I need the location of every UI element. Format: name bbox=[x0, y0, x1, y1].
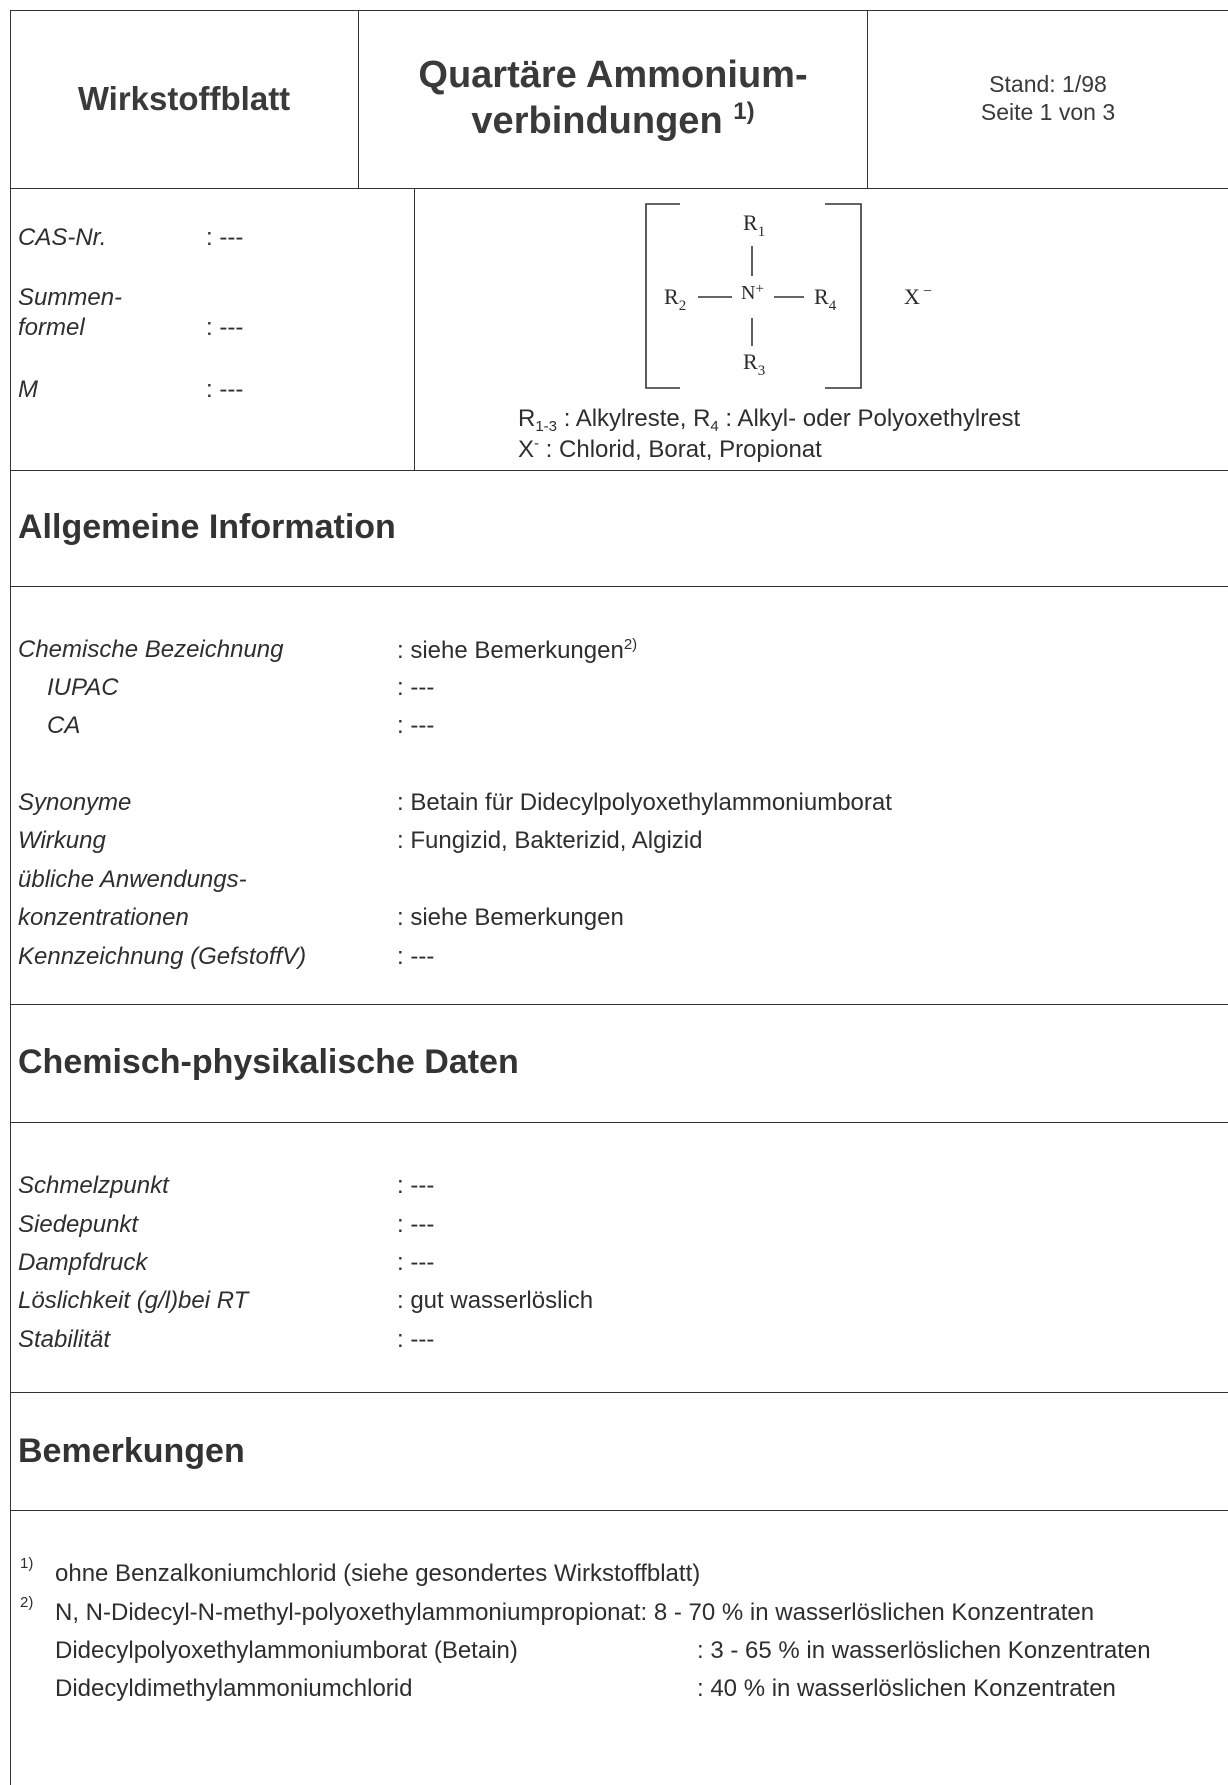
revision-info: Stand: 1/98 Seite 1 von 3 bbox=[868, 10, 1228, 188]
divider bbox=[10, 470, 1228, 471]
section-heading-bemerkungen: Bemerkungen bbox=[18, 1432, 245, 1470]
nitrogen-label: N+ bbox=[741, 281, 764, 304]
left-bracket bbox=[645, 203, 680, 389]
divider bbox=[10, 1122, 1228, 1123]
dampfdruck-label: Dampfdruck bbox=[18, 1249, 148, 1276]
footnote-2-row-2-value: : 3 - 65 % in wasserlöslichen Konzentrat… bbox=[697, 1637, 1151, 1664]
siedepunkt-label: Siedepunkt bbox=[18, 1211, 139, 1238]
synonyme-label: Synonyme bbox=[18, 789, 132, 816]
footnote-2-row-3-label: Didecyldimethylammoniumchlorid bbox=[55, 1675, 413, 1702]
document-title: Quartäre Ammonium- verbindungen 1) bbox=[359, 10, 867, 188]
kennzeichnung-value: : --- bbox=[397, 943, 435, 970]
structure-legend-1: R1-3 : Alkylreste, R4 : Alkyl- oder Poly… bbox=[518, 405, 1021, 435]
stabilitaet-label: Stabilität bbox=[18, 1326, 111, 1353]
divider bbox=[10, 586, 1228, 587]
right-bracket bbox=[825, 203, 862, 389]
molar-mass-value: : --- bbox=[206, 376, 244, 403]
r2-label: R2 bbox=[664, 284, 686, 314]
dampfdruck-value: : --- bbox=[397, 1249, 435, 1276]
structure-formula: R1 R2 N+ R4 R3 X− bbox=[645, 203, 932, 389]
divider bbox=[10, 1510, 1228, 1511]
wirkung-value: : Fungizid, Bakterizid, Algizid bbox=[397, 827, 703, 854]
anion-label: X− bbox=[904, 283, 932, 309]
divider bbox=[414, 188, 415, 470]
anwendung-value: : siehe Bemerkungen bbox=[397, 904, 624, 931]
footnote-2-row-3-value: : 40 % in wasserlöslichen Konzentraten bbox=[697, 1675, 1116, 1702]
ca-value: : --- bbox=[397, 712, 435, 739]
footnote-mark-2: 2) bbox=[20, 1594, 34, 1611]
footnote-mark-1: 1) bbox=[20, 1555, 34, 1572]
r4-label: R4 bbox=[814, 284, 837, 314]
cas-label: CAS-Nr. bbox=[18, 224, 107, 251]
doc-type-label: Wirkstoffblatt bbox=[77, 80, 291, 117]
title-line-2: verbindungen 1) bbox=[471, 98, 755, 142]
stand-label: Stand: 1/98 bbox=[989, 71, 1107, 98]
footnote-2-row-2-label: Didecylpolyoxethylammoniumborat (Betain) bbox=[55, 1637, 518, 1664]
r1-label: R1 bbox=[743, 210, 765, 240]
summenformel-value: : --- bbox=[206, 314, 244, 341]
iupac-label: IUPAC bbox=[47, 674, 119, 701]
synonyme-value: : Betain für Didecylpolyoxethylammoniumb… bbox=[397, 789, 892, 816]
chem-bezeichnung-label: Chemische Bezeichnung bbox=[18, 636, 284, 663]
anwendung-label-1: übliche Anwendungs- bbox=[18, 866, 247, 893]
section-heading-physik: Chemisch-physikalische Daten bbox=[18, 1043, 519, 1081]
molar-mass-label: M bbox=[18, 376, 38, 403]
schmelzpunkt-label: Schmelzpunkt bbox=[18, 1172, 169, 1199]
kennzeichnung-label: Kennzeichnung (GefstoffV) bbox=[18, 943, 307, 970]
loeslichkeit-value: : gut wasserlöslich bbox=[397, 1287, 594, 1314]
divider bbox=[10, 1004, 1228, 1005]
schmelzpunkt-value: : --- bbox=[397, 1172, 435, 1199]
page-number: Seite 1 von 3 bbox=[980, 99, 1116, 125]
page-frame bbox=[10, 10, 1228, 1785]
r3-label: R3 bbox=[743, 349, 765, 379]
loeslichkeit-label: Löslichkeit (g/l)bei RT bbox=[18, 1287, 249, 1314]
anwendung-label-2: konzentrationen bbox=[18, 904, 189, 931]
divider bbox=[358, 10, 359, 188]
divider bbox=[867, 10, 868, 188]
footnote-1-text: ohne Benzalkoniumchlorid (siehe gesonder… bbox=[55, 1560, 701, 1587]
siedepunkt-value: : --- bbox=[397, 1211, 435, 1238]
cas-value: : --- bbox=[206, 224, 244, 251]
title-line-1: Quartäre Ammonium- bbox=[418, 54, 808, 97]
iupac-value: : --- bbox=[397, 674, 435, 701]
divider bbox=[10, 1392, 1228, 1393]
title-footnote-mark: 1) bbox=[733, 98, 755, 125]
chem-bezeichnung-value: : siehe Bemerkungen2) bbox=[397, 636, 638, 664]
summenformel-label-1: Summen- bbox=[18, 284, 123, 311]
section-heading-allgemeine: Allgemeine Information bbox=[18, 508, 396, 546]
summenformel-label-2: formel bbox=[18, 314, 85, 341]
wirkung-label: Wirkung bbox=[18, 827, 106, 854]
divider bbox=[10, 188, 1228, 189]
footnote-2-text: N, N-Didecyl-N-methyl-polyoxethylammoniu… bbox=[55, 1599, 1095, 1626]
stabilitaet-value: : --- bbox=[397, 1326, 435, 1353]
ca-label: CA bbox=[47, 712, 81, 739]
structure-legend-2: X- : Chlorid, Borat, Propionat bbox=[518, 435, 822, 463]
